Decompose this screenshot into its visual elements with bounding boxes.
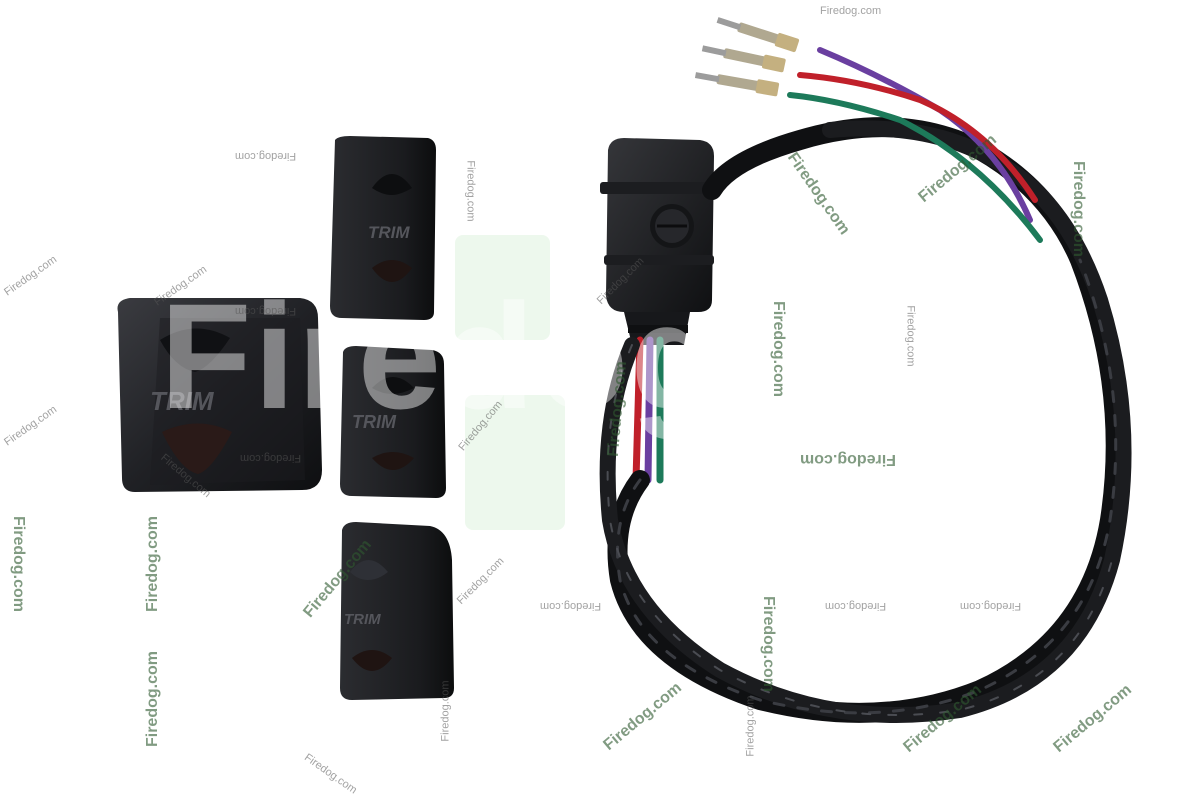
watermark-text: Firedog.com xyxy=(744,695,757,757)
watermark-text: Firedog.com xyxy=(825,600,887,612)
watermark-text: Firedog.com xyxy=(10,515,28,613)
trim-label-top: TRIM xyxy=(368,223,410,242)
watermark-text: Firedog.com xyxy=(240,452,302,464)
switch-wires xyxy=(632,336,664,484)
large-trim-cap: TRIM xyxy=(117,298,322,492)
trim-label-large: TRIM xyxy=(150,386,215,416)
watermark-text: Firedog.com xyxy=(820,5,882,17)
watermark-text: Firedog.com xyxy=(144,515,162,613)
trim-label-middle: TRIM xyxy=(352,412,397,432)
watermark-text: Firedog.com xyxy=(1070,160,1088,258)
watermark-text: Firedog.com xyxy=(144,650,162,748)
trim-cap-bottom: TRIM xyxy=(340,522,454,700)
wire-leads xyxy=(787,47,1043,243)
trim-switch-body xyxy=(600,138,718,345)
black-cable-loop xyxy=(599,117,1132,723)
ghost-connector xyxy=(455,235,565,530)
watermark-text: Firedog.com xyxy=(960,600,1022,612)
watermark-text: Firedog.com xyxy=(235,305,297,317)
wire-terminals xyxy=(694,17,800,97)
trim-label-bottom: TRIM xyxy=(344,611,381,628)
watermark-text: Firedog.com xyxy=(235,150,297,162)
watermark-text: Firedog.com xyxy=(800,451,897,468)
trim-cap-middle: TRIM xyxy=(340,346,446,498)
watermark-text: Firedog.com xyxy=(770,300,788,398)
watermark-text: Firedog.com xyxy=(439,680,452,742)
trim-cap-top: TRIM xyxy=(330,136,436,320)
watermark-text: Firedog.com xyxy=(464,160,477,222)
watermark-text: Firedog.com xyxy=(904,305,917,367)
watermark-text: Firedog.com xyxy=(760,595,778,693)
watermark-text: Firedog.com xyxy=(540,600,602,612)
